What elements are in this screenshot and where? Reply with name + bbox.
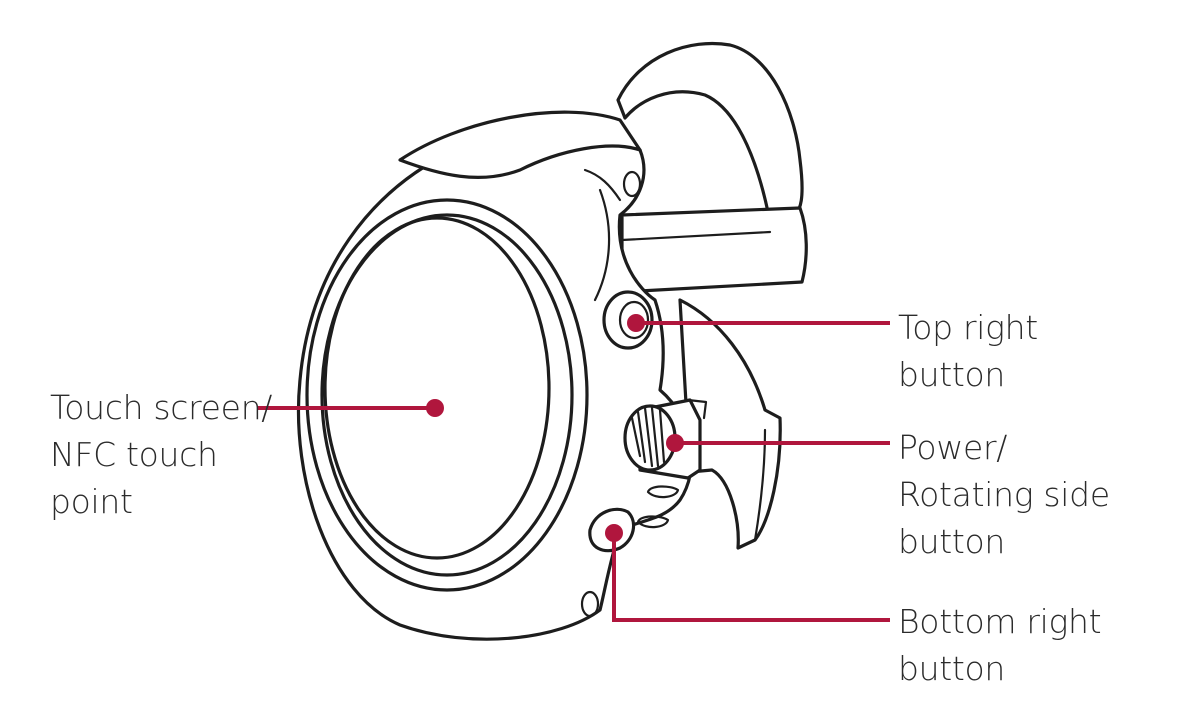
touch-screen-label-line: Touch screen/ bbox=[50, 388, 273, 427]
top-right-button-label-line: button bbox=[898, 355, 1006, 394]
smartwatch-icon bbox=[296, 41, 808, 641]
touch-screen-label: Touch screen/ NFC touch point bbox=[50, 384, 272, 525]
leader-top-right-button bbox=[627, 314, 890, 332]
top-right-button-label-line: Top right bbox=[898, 308, 1038, 347]
power-button-label-line: Rotating side bbox=[898, 475, 1110, 514]
power-button-label-line: Power/ bbox=[898, 428, 1008, 467]
bottom-right-button-label: Bottom right button bbox=[898, 598, 1102, 692]
leader-touch-screen bbox=[258, 399, 444, 417]
power-button-label: Power/ Rotating side button bbox=[898, 424, 1110, 565]
top-right-button-label: Top right button bbox=[898, 304, 1038, 398]
leader-power-button bbox=[666, 434, 890, 452]
touch-screen-label-line: NFC touch bbox=[50, 435, 218, 474]
bottom-right-button-label-line: Bottom right bbox=[898, 602, 1102, 641]
bottom-right-button-label-line: button bbox=[898, 649, 1006, 688]
touch-screen-label-line: point bbox=[50, 482, 133, 521]
leader-bottom-right-button bbox=[605, 524, 890, 622]
power-button-label-line: button bbox=[898, 522, 1006, 561]
